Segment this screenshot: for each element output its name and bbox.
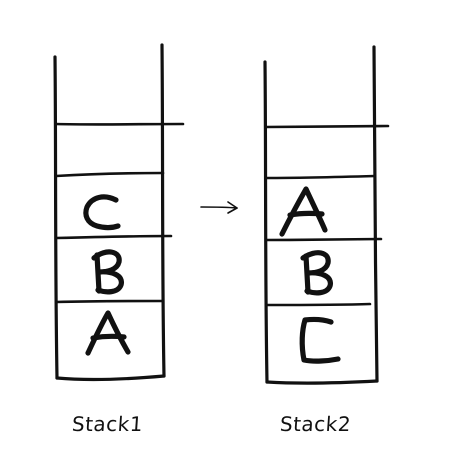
stack1 [53,43,185,382]
stack2-item-a [279,186,328,237]
stack1-right-wall [160,43,166,378]
stack1-shelf-4 [54,299,164,304]
stack2-right-wall [372,45,379,383]
stack1-shelf-2 [54,171,165,178]
stack1-item-b [91,249,124,295]
stack2-bottom [265,379,379,385]
stack2-label: Stack2 [279,412,352,436]
transform-arrow [200,201,238,214]
stack1-left-wall [53,55,59,380]
stack2 [263,45,390,385]
stack1-label: Stack1 [71,412,144,436]
stack2-shelf-1 [264,124,390,129]
stack1-bottom [55,374,166,382]
stack1-item-a [85,310,131,356]
stack1-item-c [83,194,121,231]
stack2-shelf-4 [264,302,372,307]
stack2-left-wall [263,60,269,384]
stack1-shelf-3 [54,234,173,240]
stack2-item-b [300,250,333,296]
stack2-shelf-3 [264,237,383,242]
stack2-item-c [299,316,341,364]
stack2-shelf-2 [264,174,377,180]
